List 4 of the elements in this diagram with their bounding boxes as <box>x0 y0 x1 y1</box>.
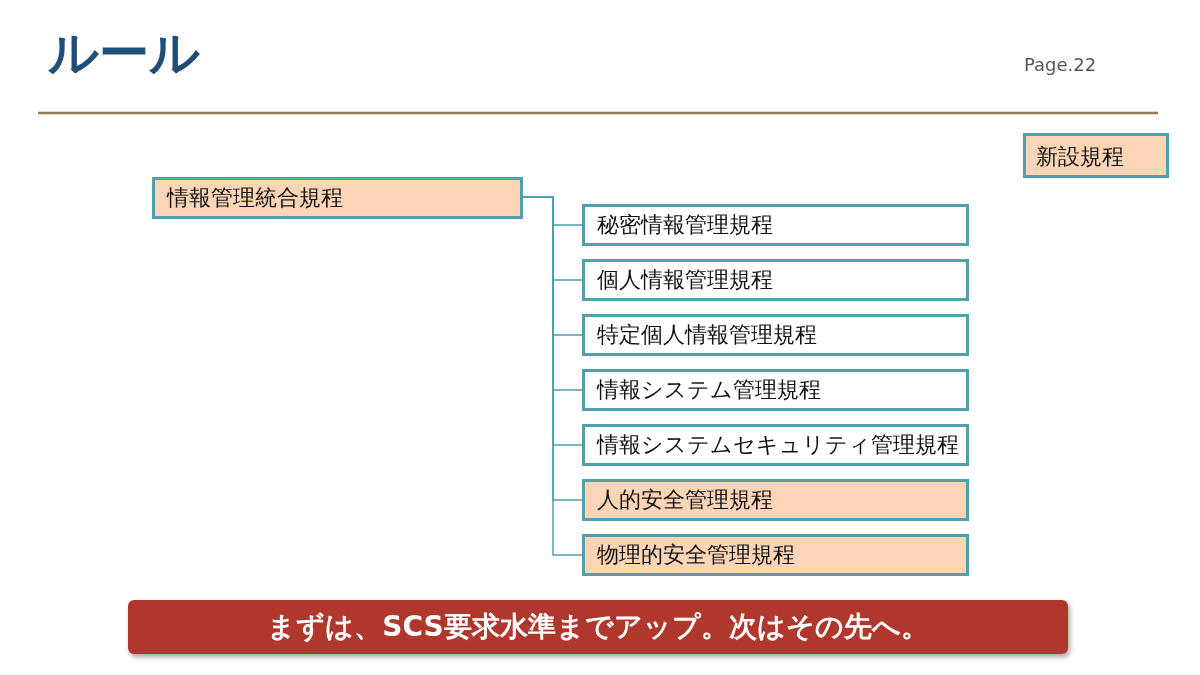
page-number: Page.22 <box>1024 54 1097 75</box>
title: ルール <box>48 28 200 78</box>
legend-text: 新設規程 <box>1036 143 1124 171</box>
message-banner: まずは、SCS要求水準までアップ。次はその先へ。 <box>128 600 1068 654</box>
